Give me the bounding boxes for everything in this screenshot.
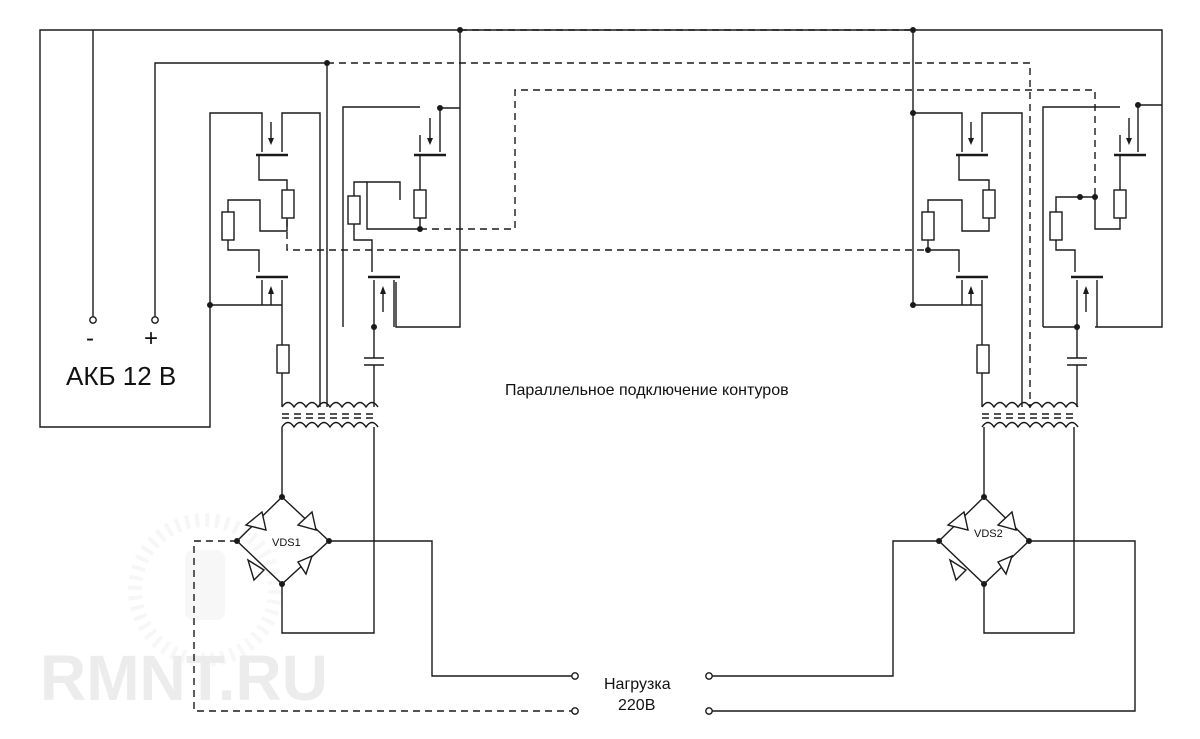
battery-terminals: - + АКБ 12 В [66,316,176,391]
diagram-caption: Параллельное подключение контуров [505,382,789,399]
load-terminals: Нагрузка 220В [571,672,713,715]
watermark-text: RMNT.RU [40,642,328,714]
battery-label: АКБ 12 В [66,361,176,391]
inverter-module-right: VDS2 [712,27,1146,712]
watermark: RMNT.RU [40,513,328,714]
bridge-right-label: VDS2 [974,528,1003,540]
inverter-module-left: VDS1 [193,27,572,712]
watermark-logo-icon [128,513,282,667]
bridge-left-label: VDS1 [272,537,301,549]
load-label-line1: Нагрузка [604,676,671,693]
load-label-line2: 220В [618,697,655,714]
power-rails [39,29,1163,428]
battery-plus-label: + [144,325,158,352]
battery-minus-label: - [86,325,94,352]
